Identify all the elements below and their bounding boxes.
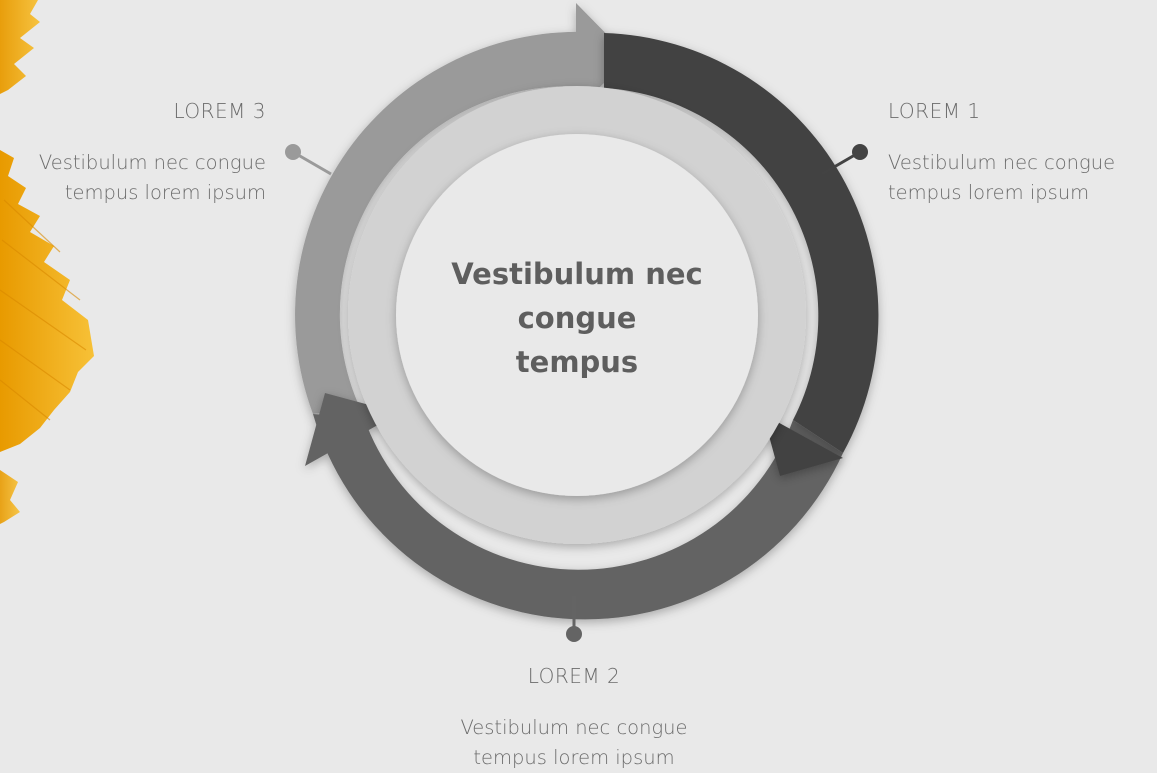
pin-lorem-2 <box>566 596 582 642</box>
brush-stroke-decoration <box>0 0 94 524</box>
lorem-3-title: LOREM 3 <box>173 99 266 123</box>
center-title-line1: Vestibulum nec <box>451 257 703 291</box>
center-title: Vestibulum nec congue tempus <box>427 252 727 384</box>
lorem-1-desc-line2: tempus lorem ipsum <box>888 181 1090 204</box>
center-title-line3: tempus <box>515 345 639 379</box>
pin-lorem-3 <box>285 144 332 176</box>
lorem-3-desc-line2: tempus lorem ipsum <box>64 181 266 204</box>
lorem-2-desc-line1: Vestibulum nec congue <box>460 716 688 739</box>
center-title-line2: congue <box>517 301 637 335</box>
segment-lorem-3 <box>295 3 630 415</box>
lorem-2-desc-line2: tempus lorem ipsum <box>473 746 675 769</box>
lorem-1-title: LOREM 1 <box>888 99 981 123</box>
lorem-2-title: LOREM 2 <box>527 664 621 688</box>
core-circle <box>396 134 758 496</box>
lorem-3-description: Vestibulum nec congue tempus lorem ipsum <box>39 148 266 208</box>
lorem-1-desc-line1: Vestibulum nec congue <box>888 151 1116 174</box>
segment-lorem-1 <box>604 33 879 476</box>
lorem-2-description: Vestibulum nec congue tempus lorem ipsum <box>424 713 724 773</box>
lorem-1-description: Vestibulum nec congue tempus lorem ipsum <box>888 148 1115 208</box>
lorem-3-desc-line1: Vestibulum nec congue <box>38 151 266 174</box>
pin-lorem-1 <box>821 144 868 176</box>
